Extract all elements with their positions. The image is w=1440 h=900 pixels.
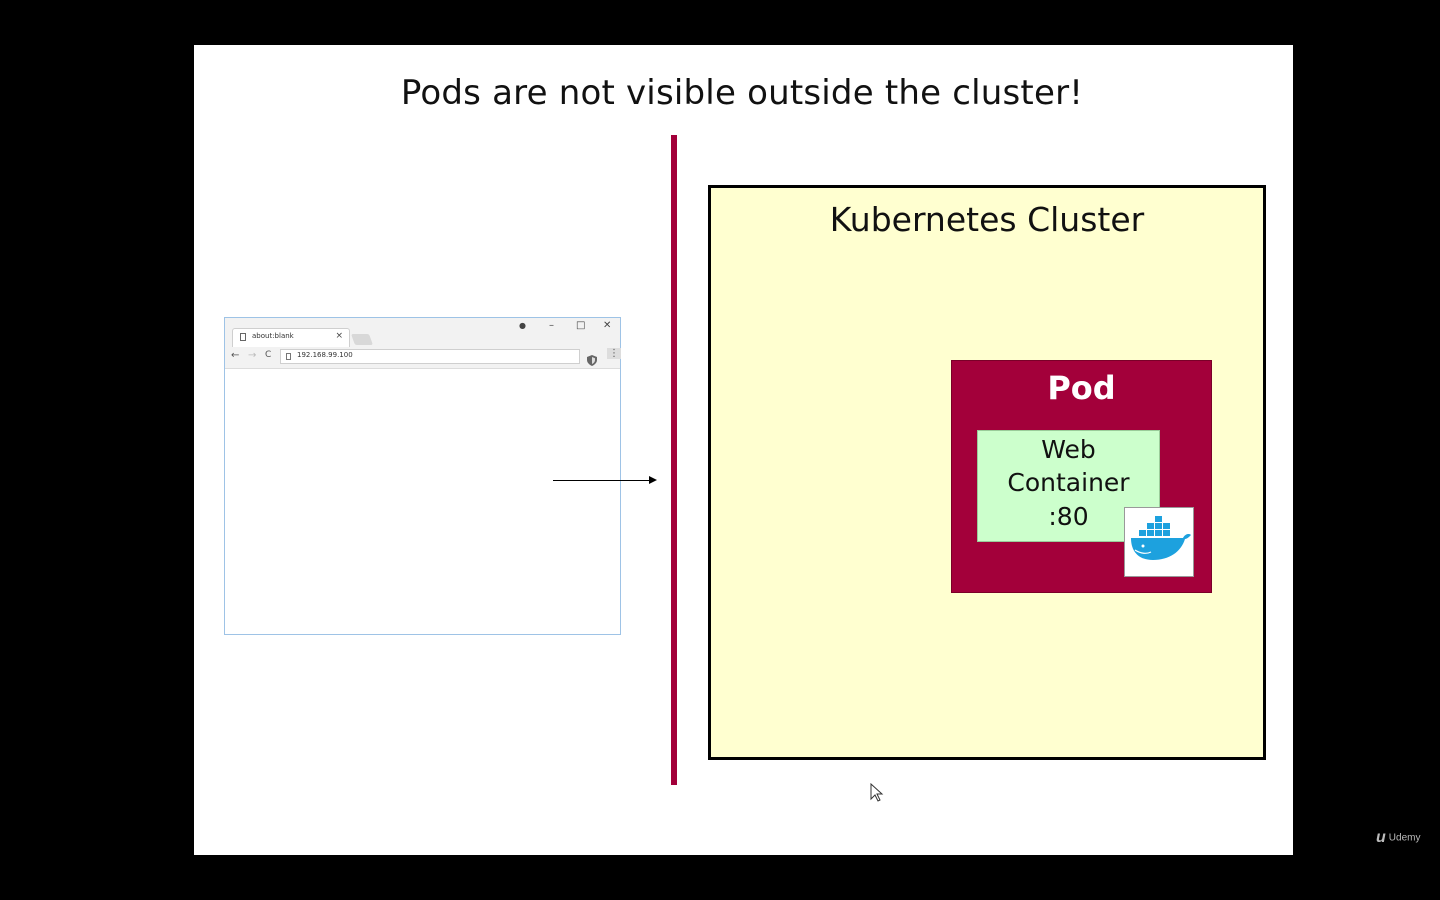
slide: Pods are not visible outside the cluster… — [194, 45, 1293, 855]
reload-icon[interactable]: C — [265, 350, 272, 360]
maximize-button[interactable]: □ — [576, 320, 586, 331]
address-text: 192.168.99.100 — [297, 351, 353, 359]
docker-logo-box — [1124, 507, 1194, 577]
menu-icon[interactable]: ⋮ — [607, 348, 621, 359]
slide-title: Pods are not visible outside the cluster… — [400, 73, 1084, 113]
arrow-line — [553, 480, 651, 481]
shield-icon[interactable] — [587, 351, 597, 370]
udemy-logo-icon: u — [1376, 829, 1386, 846]
cluster-boundary-divider — [671, 135, 677, 785]
browser-tab[interactable]: about:blank × — [232, 328, 350, 347]
tab-close-button[interactable]: × — [335, 331, 343, 341]
forward-arrow-icon[interactable]: → — [248, 350, 257, 361]
new-tab-button[interactable] — [350, 334, 374, 345]
back-arrow-icon[interactable]: ← — [231, 350, 240, 361]
container-port-label: :80 — [1048, 502, 1089, 531]
pod-title: Pod — [1047, 369, 1116, 407]
page-icon — [240, 333, 246, 341]
docker-whale-icon — [1131, 516, 1191, 560]
udemy-brand-text: Udemy — [1388, 832, 1421, 844]
browser-window: about:blank × ● – □ ✕ ← → C 192.168.99.1… — [224, 317, 621, 635]
browser-chrome: about:blank × ● – □ ✕ ← → C 192.168.99.1… — [225, 318, 621, 370]
mouse-cursor-icon — [870, 782, 884, 807]
cluster-title: Kubernetes Cluster — [829, 200, 1145, 239]
close-window-button[interactable]: ✕ — [603, 320, 612, 331]
minimize-button[interactable]: – — [549, 320, 554, 331]
page-icon — [286, 353, 291, 360]
arrow-head-icon — [649, 476, 657, 484]
container-label-line2: Container — [1007, 468, 1130, 497]
container-label-line1: Web — [1041, 435, 1096, 464]
address-bar[interactable]: 192.168.99.100 — [280, 349, 580, 364]
tab-label: about:blank — [252, 332, 294, 340]
account-icon[interactable]: ● — [519, 321, 526, 330]
